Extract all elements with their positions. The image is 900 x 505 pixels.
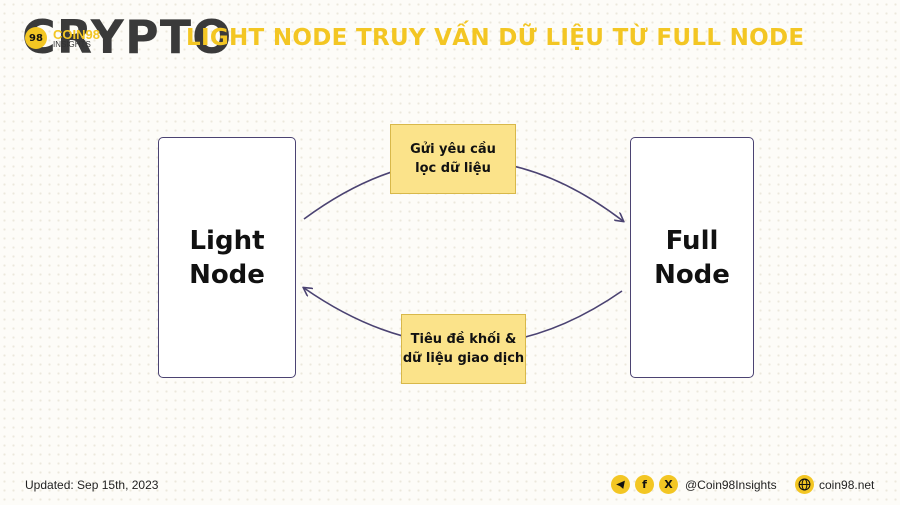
website-link[interactable]: coin98.net [795,475,874,494]
response-label-line-2: dữ liệu giao dịch [402,351,525,366]
response-label-line-1: Tiêu đề khối & [410,332,517,347]
website-text: coin98.net [819,477,875,492]
request-label-line-1: Gửi yêu cầu [410,142,496,157]
full-node-line-2: Node [654,259,730,290]
logo-name: COIN98 [53,26,100,42]
light-node-line-1: Light [189,225,265,256]
coin98-logo-icon: 98 [25,27,47,49]
logo-subtitle: INSIGHTS [53,39,91,49]
facebook-icon[interactable]: f [635,475,654,494]
globe-icon [795,475,814,494]
full-node-line-1: Full [665,225,719,256]
request-label-line-2: lọc dữ liệu [415,161,491,176]
coin98-logo: 98 COIN98 INSIGHTS [25,27,100,49]
updated-date: Updated: Sep 15th, 2023 [25,478,159,492]
page-title: LIGHT NODE TRUY VẤN DỮ LIỆU TỪ FULL NODE [186,25,805,51]
telegram-icon[interactable] [611,475,630,494]
request-label-box: Gửi yêu cầu lọc dữ liệu [390,124,516,194]
crypto-watermark: CRYPTO [22,10,233,64]
social-links: f X @Coin98Insights [611,475,777,494]
light-node-line-2: Node [189,259,265,290]
x-icon[interactable]: X [659,475,678,494]
response-label-box: Tiêu đề khối & dữ liệu giao dịch [401,314,526,384]
social-handle[interactable]: @Coin98Insights [685,477,777,492]
